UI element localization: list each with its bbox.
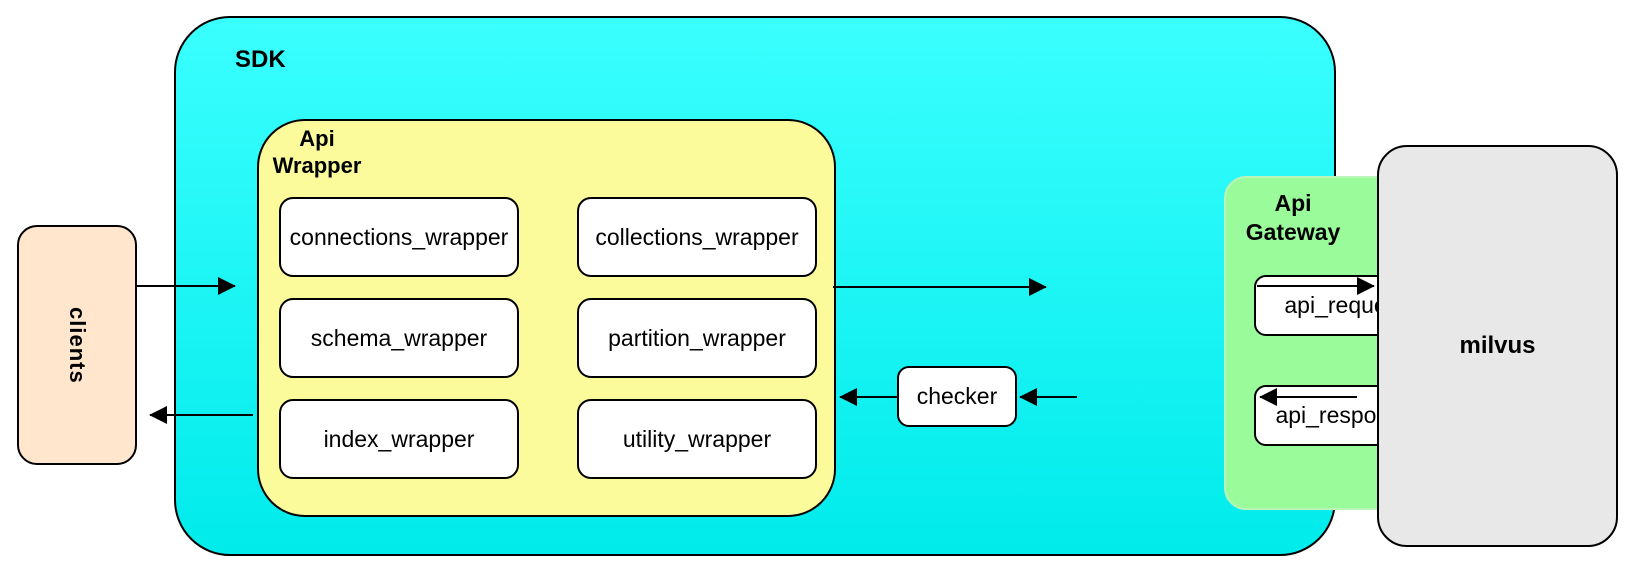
sdk-container: SDK Api Wrapper connections_wrapper coll… (174, 16, 1463, 556)
api-gateway-label-line1: Api (1274, 190, 1312, 216)
api-gateway-label-line2: Gateway (1245, 219, 1341, 245)
milvus-node: milvus (1377, 145, 1618, 547)
api-wrapper-label-line2: Wrapper (272, 153, 362, 178)
clients-label: clients (65, 306, 90, 384)
api-gateway-label: Api Gateway (1226, 189, 1360, 247)
index-wrapper-node: index_wrapper (279, 399, 519, 479)
partition-wrapper-node: partition_wrapper (577, 298, 817, 378)
connections-wrapper-node: connections_wrapper (279, 197, 519, 277)
collections-wrapper-node: collections_wrapper (577, 197, 817, 277)
utility-wrapper-node: utility_wrapper (577, 399, 817, 479)
milvus-label: milvus (1459, 332, 1536, 359)
clients-node: clients (17, 225, 137, 465)
api-wrapper-container: Api Wrapper connections_wrapper collecti… (257, 119, 836, 517)
api-wrapper-label: Api Wrapper (262, 125, 372, 179)
wrapper-grid: connections_wrapper collections_wrapper … (279, 197, 817, 479)
sdk-label: SDK (235, 46, 286, 73)
api-wrapper-label-line1: Api (299, 126, 335, 151)
checker-node: checker (897, 366, 1017, 427)
schema-wrapper-node: schema_wrapper (279, 298, 519, 378)
